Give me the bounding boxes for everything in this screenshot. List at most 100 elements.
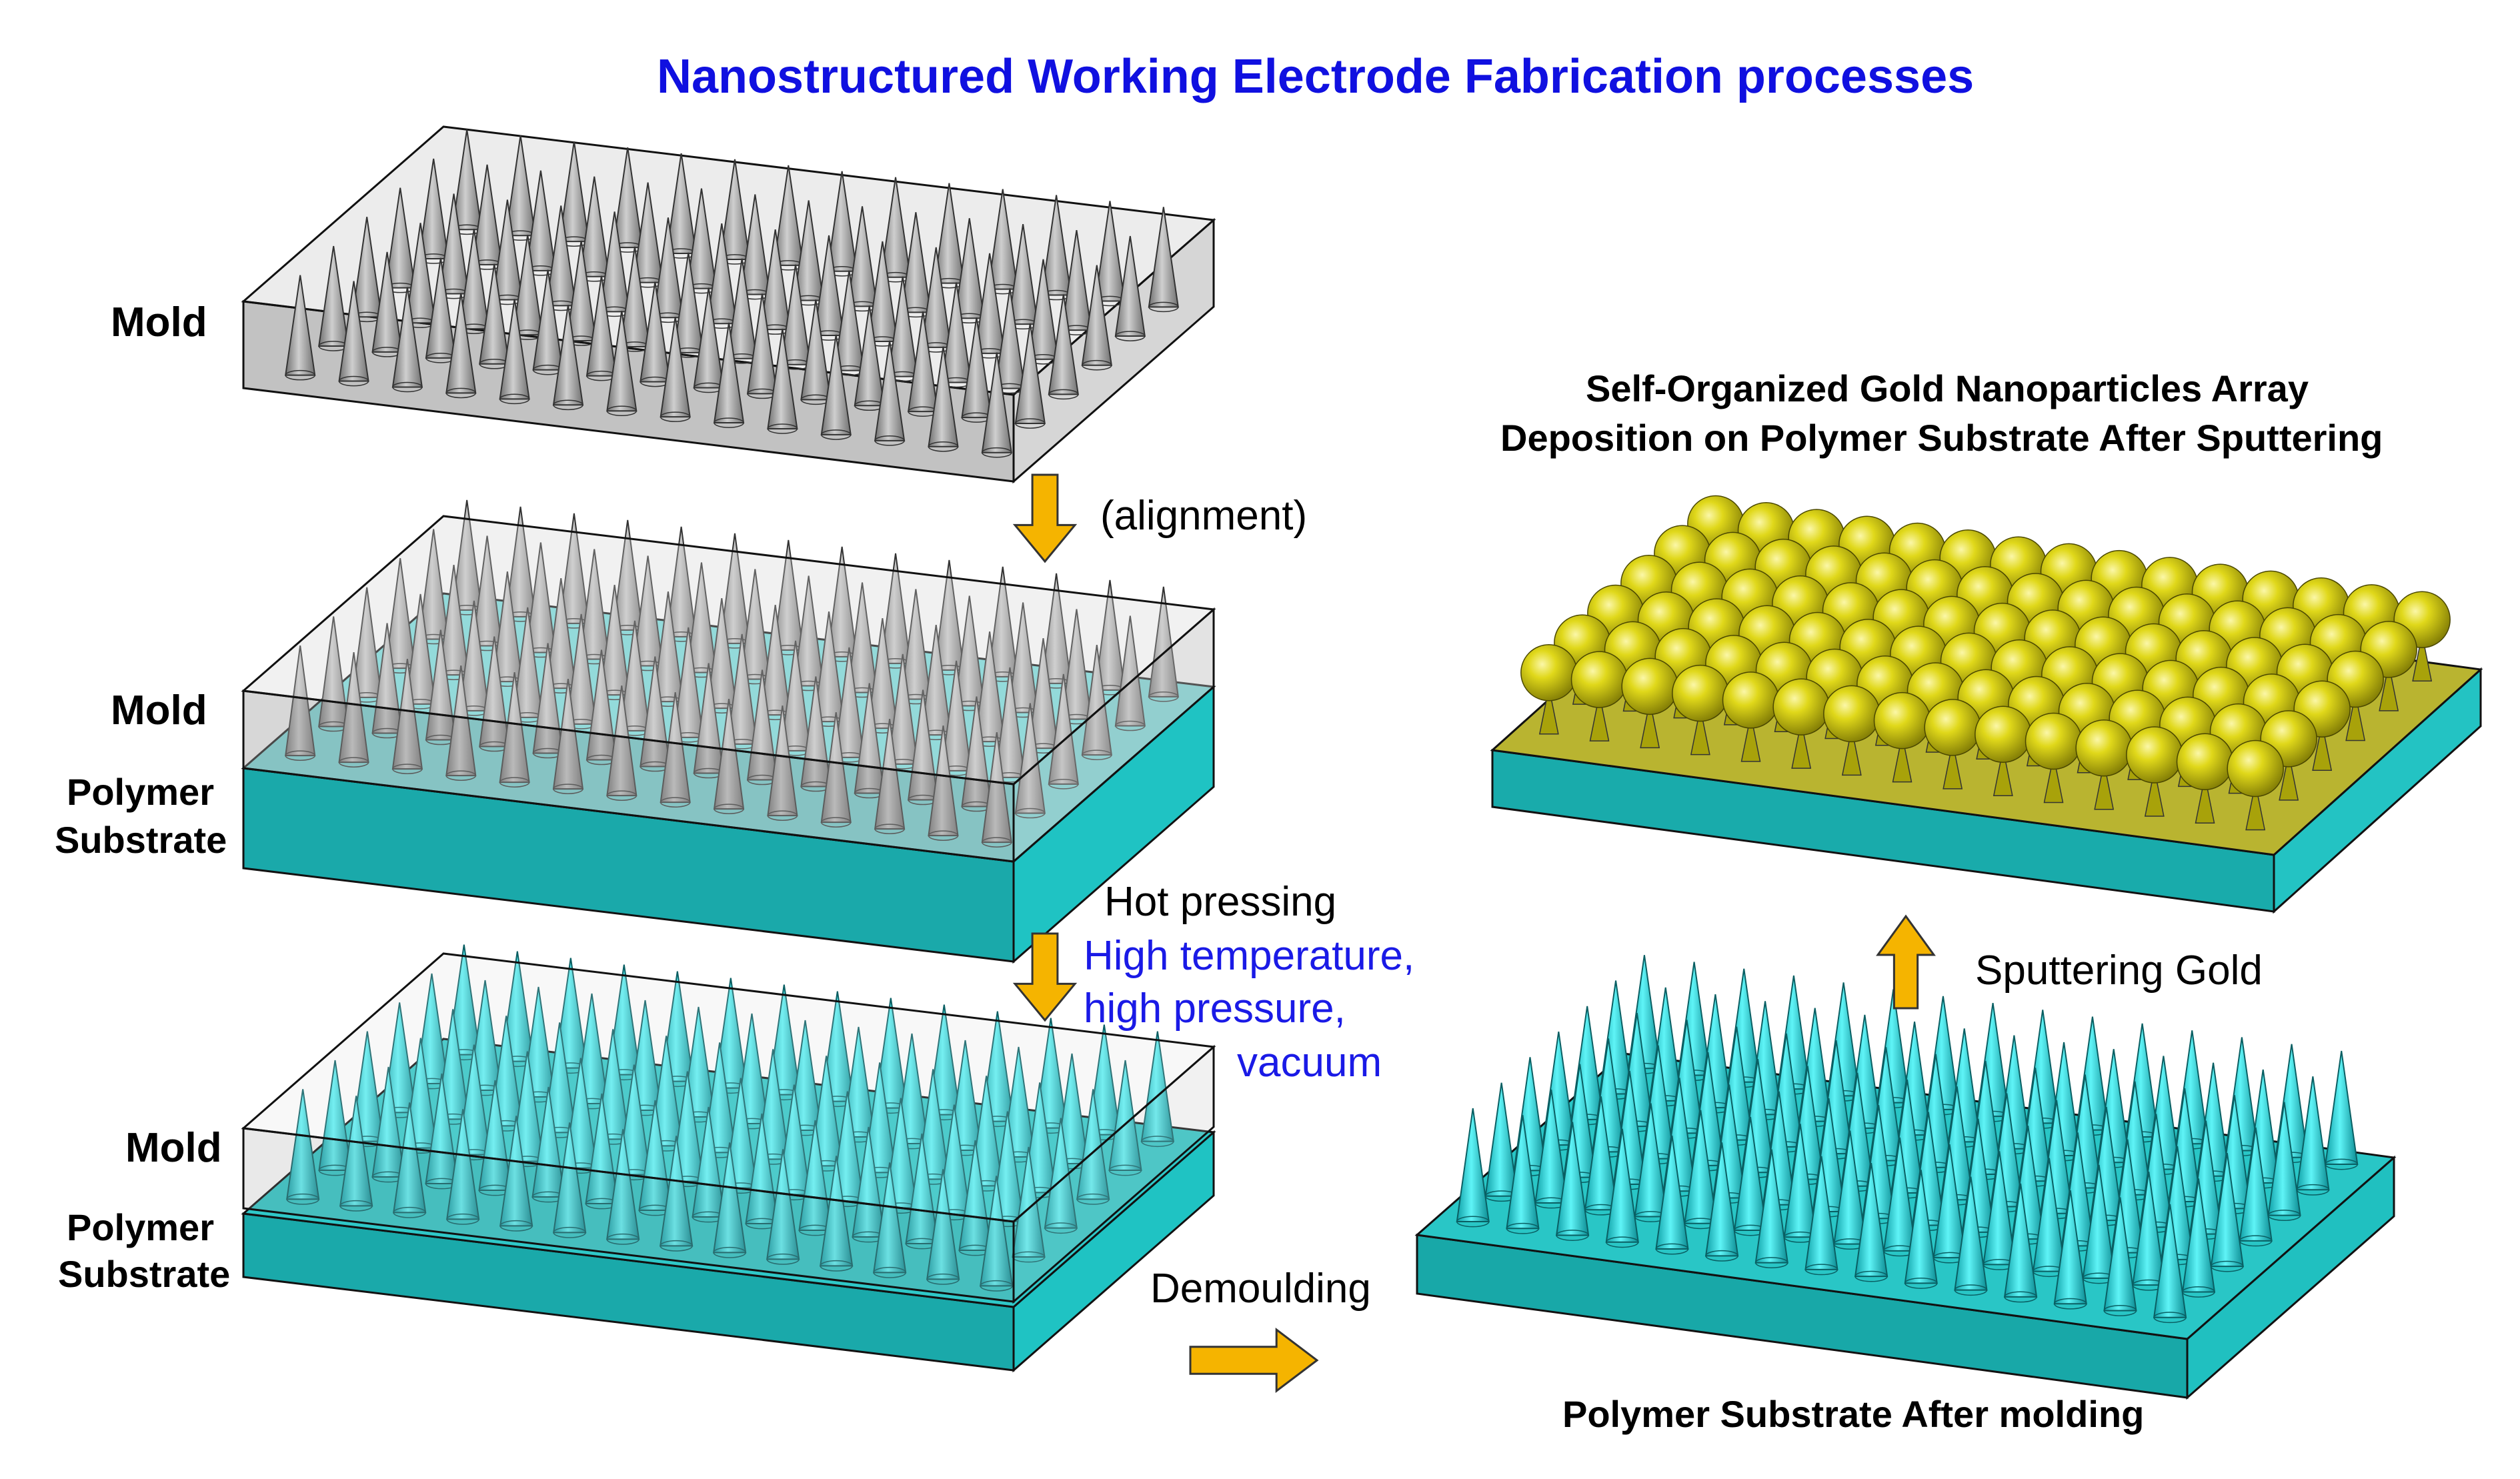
cone-base <box>1556 1230 1589 1241</box>
gold-stalk <box>2312 723 2333 771</box>
cone <box>780 640 812 752</box>
gold-sphere <box>2176 733 2234 791</box>
gold-stalk <box>2094 762 2115 810</box>
gold-sphere <box>1672 664 1729 722</box>
cone-base <box>821 817 852 828</box>
cone <box>338 281 369 382</box>
cone <box>826 546 858 657</box>
cone <box>987 566 1018 677</box>
cone <box>512 234 543 336</box>
cone <box>773 539 804 651</box>
cone <box>425 257 457 359</box>
gold-sphere <box>1975 705 2032 763</box>
conditions-line2: high pressure, <box>1084 986 1346 1032</box>
cone <box>834 647 865 758</box>
cone <box>1014 703 1046 814</box>
cone <box>2082 1164 2116 1279</box>
cone <box>980 1176 1014 1287</box>
cone <box>1954 1176 1988 1291</box>
cone <box>660 692 691 804</box>
cone <box>1048 673 1079 785</box>
gold-stalk <box>2043 756 2064 804</box>
cone-base <box>285 369 315 381</box>
cone <box>1007 224 1039 325</box>
cone-base <box>499 1220 533 1232</box>
cone <box>553 1122 587 1234</box>
cone-base <box>2004 1291 2037 1303</box>
gold-stalk <box>1892 735 1913 783</box>
cone <box>418 158 449 259</box>
cone <box>660 316 691 418</box>
cone <box>1061 609 1092 720</box>
gold-stalk <box>1538 687 1559 735</box>
cone <box>686 188 718 289</box>
cone-base <box>392 381 423 393</box>
cone <box>1584 1096 1618 1211</box>
cone <box>1114 235 1146 337</box>
gold-sphere <box>2075 719 2133 777</box>
cone <box>780 264 812 365</box>
cone <box>585 275 617 377</box>
cone <box>746 293 778 395</box>
cone <box>1114 615 1146 727</box>
arrows-layer <box>1012 473 1936 1394</box>
mold-overlay-layer <box>241 515 1216 1304</box>
cone <box>1048 294 1079 395</box>
conditions-line3: vacuum <box>1237 1040 1382 1086</box>
cone <box>1094 579 1126 691</box>
cone <box>1140 1031 1174 1142</box>
cone <box>425 629 457 741</box>
gold-stalk <box>2279 753 2299 801</box>
cone <box>446 1109 480 1220</box>
cone <box>905 1133 939 1244</box>
cone-base <box>286 1193 319 1205</box>
cone <box>874 719 906 830</box>
cone <box>491 199 523 301</box>
alignment-label: (alignment) <box>1100 493 1308 539</box>
cone <box>766 1149 800 1260</box>
cone <box>706 598 738 709</box>
gold-sphere <box>1722 671 1780 729</box>
cone <box>2003 1183 2038 1298</box>
cone <box>599 585 630 696</box>
gold-sphere <box>1772 678 1830 735</box>
cone <box>820 1156 854 1267</box>
cone-base <box>1015 808 1046 819</box>
cone <box>1456 1108 1490 1222</box>
cone <box>638 1100 672 1211</box>
cone <box>499 299 530 400</box>
cone-base <box>926 1273 960 1285</box>
cone <box>834 270 865 371</box>
cone-base <box>1655 1243 1689 1255</box>
cone <box>385 558 416 669</box>
gold-sphere <box>2126 726 2183 784</box>
cone-base <box>1082 359 1112 371</box>
mold-label-step2: Mold <box>111 687 207 733</box>
cone <box>2181 1178 2216 1293</box>
cone <box>813 611 845 723</box>
cone-base <box>1854 1270 1888 1282</box>
gold-stalk <box>1993 749 2013 796</box>
gold-stalk <box>1740 714 1761 762</box>
hot-pressing-label: Hot pressing <box>1104 879 1337 925</box>
cone-base <box>553 1226 586 1238</box>
cone-base <box>1606 1236 1639 1248</box>
gold-sphere <box>1823 685 1880 743</box>
cone-base <box>1044 1222 1078 1234</box>
cone <box>1634 1103 1668 1218</box>
cone-base <box>1015 418 1046 429</box>
cone <box>2210 1153 2244 1268</box>
gold-stalk <box>2144 769 2165 817</box>
cone <box>525 542 557 653</box>
cone <box>505 506 536 617</box>
cone <box>1007 602 1039 713</box>
cone <box>491 571 523 683</box>
cone <box>954 218 985 319</box>
cone <box>867 618 898 729</box>
cone <box>385 187 416 289</box>
cone <box>612 519 644 631</box>
cone <box>1081 645 1112 756</box>
substrate-step3-cones <box>286 944 1174 1292</box>
